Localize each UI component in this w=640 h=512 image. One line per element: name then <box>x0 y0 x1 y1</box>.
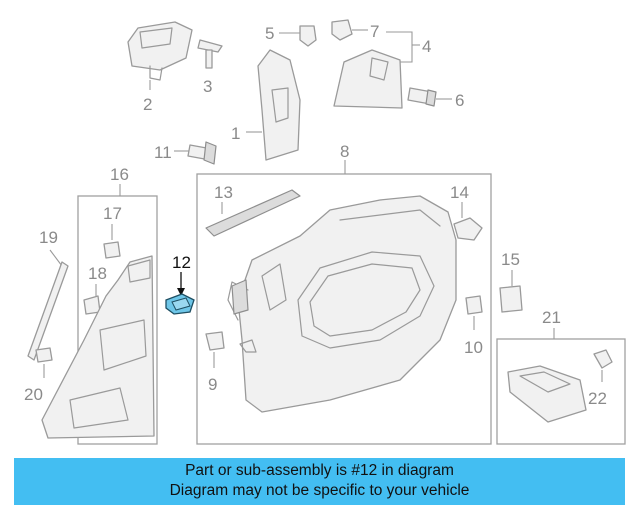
callout-6[interactable]: 6 <box>455 91 464 110</box>
part-18-clip <box>83 295 101 315</box>
part-6-bolt <box>407 87 437 107</box>
part-21-lamp <box>507 365 587 423</box>
callout-10[interactable]: 10 <box>464 338 483 357</box>
callout-2[interactable]: 2 <box>143 95 152 114</box>
callout-16[interactable]: 16 <box>110 165 129 184</box>
callout-19[interactable]: 19 <box>39 228 58 247</box>
part-3-clip <box>197 39 223 69</box>
callout-12[interactable]: 12 <box>172 253 191 272</box>
quarter-trim-panel <box>227 195 457 413</box>
part-7-clip <box>331 19 353 41</box>
banner-line-1: Part or sub-assembly is #12 in diagram <box>185 462 454 479</box>
part-4-cover <box>333 49 403 109</box>
callout-3[interactable]: 3 <box>203 77 212 96</box>
part-2-bracket <box>127 21 193 81</box>
part-13-trim-strip <box>205 189 301 237</box>
callout-21[interactable]: 21 <box>542 308 561 327</box>
part-12-highlighted-clip[interactable] <box>165 293 195 315</box>
callout-14[interactable]: 14 <box>450 183 469 202</box>
callout-9[interactable]: 9 <box>208 375 217 394</box>
part-17-clip <box>103 241 121 259</box>
part-9-clip <box>205 331 225 351</box>
part-15-bracket <box>499 285 523 313</box>
group-box-16 <box>77 195 158 445</box>
parts-diagram: 2 3 5 1 7 4 6 11 8 13 14 <box>24 19 626 445</box>
part-5-clip <box>299 25 317 47</box>
info-banner: Part or sub-assembly is #12 in diagram D… <box>14 458 625 505</box>
callout-18[interactable]: 18 <box>88 264 107 283</box>
part-14-cover <box>453 217 483 241</box>
part-11-bolt <box>187 141 217 165</box>
callout-15[interactable]: 15 <box>501 250 520 269</box>
callout-7[interactable]: 7 <box>370 22 379 41</box>
callout-5[interactable]: 5 <box>265 24 274 43</box>
callout-17[interactable]: 17 <box>103 204 122 223</box>
part-1-pillar-trim <box>257 49 301 161</box>
part-22-bulb <box>593 349 613 369</box>
banner-line-2: Diagram may not be specific to your vehi… <box>169 482 470 499</box>
group-box-21 <box>496 338 626 445</box>
callout-8[interactable]: 8 <box>340 142 349 161</box>
part-10-clip <box>465 295 483 315</box>
callout-4[interactable]: 4 <box>422 37 431 56</box>
group-box-8 <box>196 173 492 445</box>
part-20-clip <box>35 347 53 363</box>
callout-20[interactable]: 20 <box>24 385 43 404</box>
callout-11[interactable]: 11 <box>154 143 172 162</box>
callout-22[interactable]: 22 <box>588 389 607 408</box>
rear-pillar-trim <box>41 255 155 439</box>
part-19-strip <box>27 261 69 361</box>
callout-13[interactable]: 13 <box>214 183 233 202</box>
callout-1[interactable]: 1 <box>231 124 240 143</box>
